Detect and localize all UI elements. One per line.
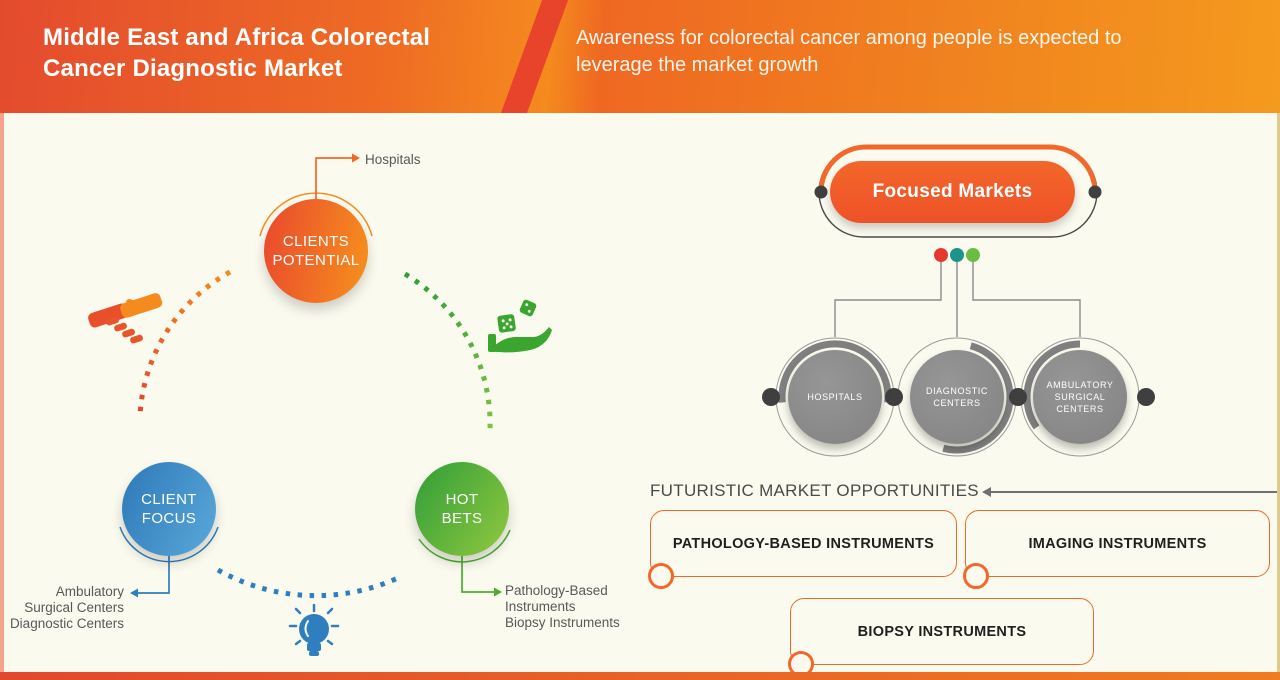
legend-dot-red <box>934 248 948 262</box>
right-edge-accent <box>1277 113 1280 673</box>
handshake-icon <box>88 293 163 344</box>
opportunity-box-pathology-label: PATHOLOGY-BASED INSTRUMENTS <box>672 535 935 552</box>
node-clients-potential-label: CLIENTS POTENTIAL <box>272 233 360 269</box>
connector-line-left <box>834 262 942 337</box>
hospitals-arrow <box>315 157 352 200</box>
focused-markets-pill: Focused Markets <box>830 161 1075 223</box>
diagnostic-thick-arc <box>942 342 1014 454</box>
label-hot-bets-targets: Pathology-Based Instruments Biopsy Instr… <box>505 583 620 630</box>
opportunities-arrowhead <box>982 487 991 497</box>
bottom-bar <box>0 672 1280 680</box>
hospitals-arrowhead <box>352 153 360 163</box>
market-node-diagnostic-centers-label: DIAGNOSTIC CENTERS <box>925 386 988 408</box>
focused-markets-top-arc <box>818 144 1098 193</box>
market-node-diagnostic-centers: DIAGNOSTIC CENTERS <box>910 350 1004 444</box>
hospitals-thick-arc <box>778 340 892 403</box>
dotted-arc-green <box>403 271 493 431</box>
header-banner: Middle East and Africa Colorectal Cancer… <box>0 0 1280 113</box>
market-node-hospitals: HOSPITALS <box>788 350 882 444</box>
connector-ring-imaging <box>963 563 989 589</box>
connector-ring-pathology <box>648 563 674 589</box>
connector-line-right <box>972 262 1081 337</box>
hot-bets-arc <box>418 529 511 563</box>
node-client-focus: CLIENT FOCUS <box>122 462 216 556</box>
opportunities-heading: FUTURISTIC MARKET OPPORTUNITIES <box>650 481 979 500</box>
header-subtitle: Awareness for colorectal cancer among pe… <box>576 27 1122 76</box>
client-focus-arrow <box>138 556 170 594</box>
market-node-hospitals-label: HOSPITALS <box>807 392 863 402</box>
dice-in-hand-icon <box>488 299 552 353</box>
page-title: Middle East and Africa Colorectal Cancer… <box>43 24 431 82</box>
legend-dot-green <box>966 248 980 262</box>
legend-dot-teal <box>950 248 964 262</box>
opportunity-box-biopsy: BIOPSY INSTRUMENTS <box>790 598 1094 665</box>
dotted-arc-blue <box>216 567 400 599</box>
opportunity-box-pathology: PATHOLOGY-BASED INSTRUMENTS <box>650 510 957 577</box>
focused-markets-title: Focused Markets <box>872 181 1033 202</box>
stadium-right-dot <box>1088 185 1102 199</box>
hot-bets-arrowhead <box>494 587 502 597</box>
ambulatory-thick-arc <box>1023 340 1081 430</box>
dotted-arc-orange <box>137 269 232 416</box>
opportunity-box-imaging: IMAGING INSTRUMENTS <box>965 510 1270 577</box>
node-client-focus-label: CLIENT FOCUS <box>141 491 197 527</box>
opportunity-box-imaging-label: IMAGING INSTRUMENTS <box>1028 535 1207 552</box>
market-node-ambulatory-surgical-centers-label: AMBULATORY SURGICAL CENTERS <box>1046 380 1114 414</box>
row-dot-1 <box>762 388 780 406</box>
node-hot-bets: HOT BETS <box>415 462 509 556</box>
row-dot-4 <box>1137 388 1155 406</box>
node-hot-bets-label: HOT BETS <box>441 491 483 527</box>
label-client-focus-targets: Ambulatory Surgical Centers Diagnostic C… <box>9 584 124 631</box>
lightbulb-icon <box>288 603 340 656</box>
stadium-left-dot <box>814 185 828 199</box>
row-dot-2 <box>885 388 903 406</box>
left-edge-accent <box>0 113 4 673</box>
market-node-ambulatory-surgical-centers: AMBULATORY SURGICAL CENTERS <box>1033 350 1127 444</box>
row-dot-3 <box>1009 388 1027 406</box>
hot-bets-arrow <box>461 556 494 593</box>
client-focus-arrowhead <box>130 588 138 598</box>
opportunity-box-biopsy-label: BIOPSY INSTRUMENTS <box>857 623 1027 640</box>
node-clients-potential: CLIENTS POTENTIAL <box>264 199 368 303</box>
label-hospitals: Hospitals <box>365 152 421 167</box>
